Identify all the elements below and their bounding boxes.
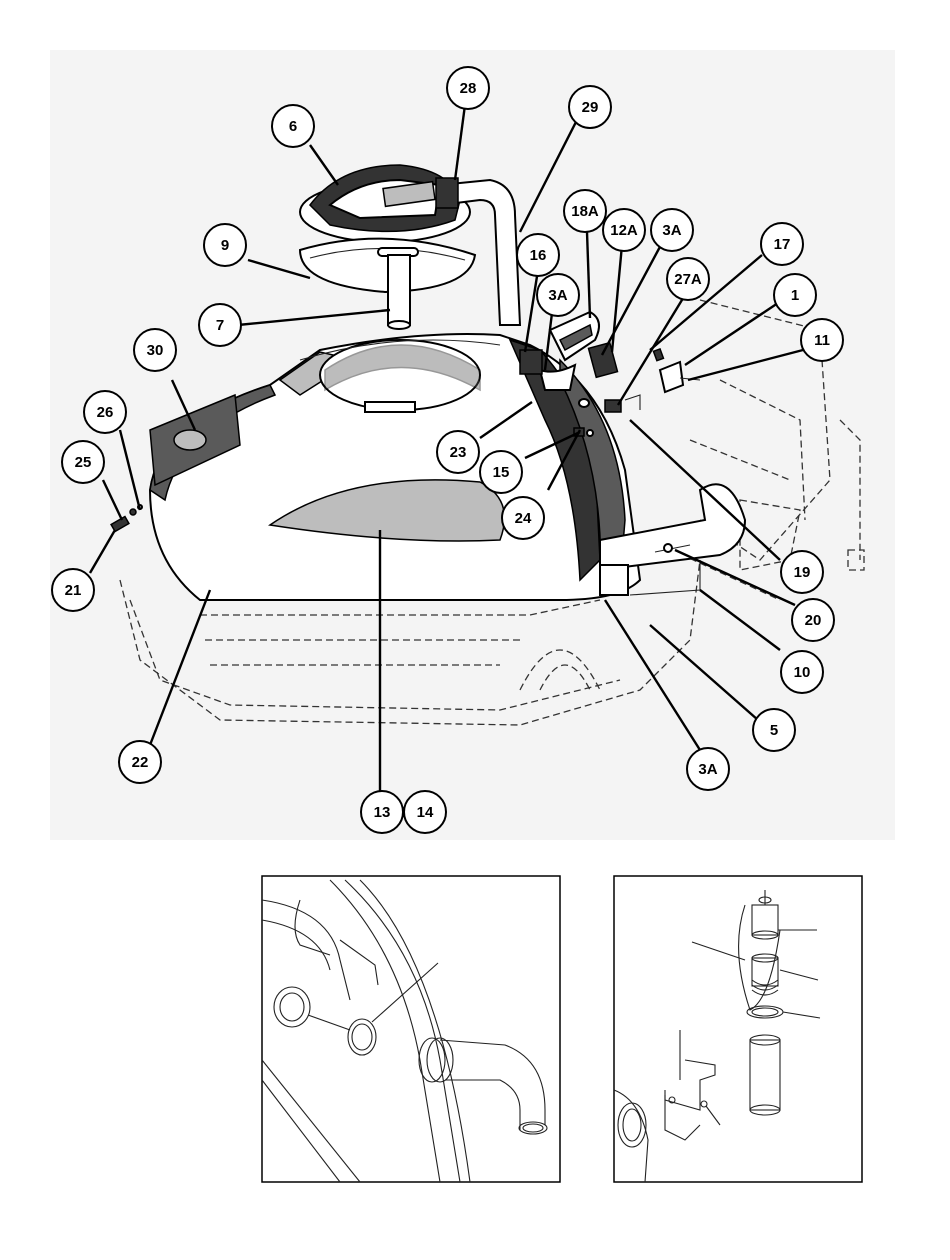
- callout-10: 10: [781, 651, 823, 693]
- svg-text:13: 13: [374, 804, 391, 821]
- svg-text:26: 26: [97, 404, 114, 421]
- callout-24: 24: [502, 497, 544, 539]
- callout-13: 13: [361, 791, 403, 833]
- callout-5: 5: [753, 709, 795, 751]
- svg-text:20: 20: [805, 612, 822, 629]
- svg-text:23: 23: [450, 444, 467, 461]
- callout-14: 14: [404, 791, 446, 833]
- svg-text:7: 7: [216, 317, 224, 334]
- svg-text:30: 30: [147, 342, 164, 359]
- svg-text:27A: 27A: [674, 271, 702, 288]
- callout-26: 26: [84, 391, 126, 433]
- callout-7: 7: [199, 304, 241, 346]
- svg-text:6: 6: [289, 118, 297, 135]
- svg-text:15: 15: [493, 464, 510, 481]
- callout-19: 19: [781, 551, 823, 593]
- callout-17: 17: [761, 223, 803, 265]
- callout-22: 22: [119, 741, 161, 783]
- callout-12A: 12A: [603, 209, 645, 251]
- svg-text:14: 14: [417, 804, 434, 821]
- svg-text:5: 5: [770, 722, 778, 739]
- callout-20: 20: [792, 599, 834, 641]
- callout-16: 16: [517, 234, 559, 276]
- svg-text:1: 1: [791, 287, 799, 304]
- callout-23: 23: [437, 431, 479, 473]
- callout-27A: 27A: [667, 258, 709, 300]
- svg-text:28: 28: [460, 80, 477, 97]
- callout-15: 15: [480, 451, 522, 493]
- svg-text:10: 10: [794, 664, 811, 681]
- svg-text:16: 16: [530, 247, 547, 264]
- callout-11: 11: [801, 319, 843, 361]
- svg-text:3A: 3A: [698, 761, 717, 778]
- svg-text:24: 24: [515, 510, 532, 527]
- callout-6: 6: [272, 105, 314, 147]
- callout-3A-top: 3A: [651, 209, 693, 251]
- svg-text:17: 17: [774, 236, 791, 253]
- callout-1: 1: [774, 274, 816, 316]
- main-exploded-view: 6 28 29 18A 12A 3A 17 9 16 27A 3A 1 7 11…: [50, 50, 895, 840]
- callout-29: 29: [569, 86, 611, 128]
- callout-3A-mid: 3A: [537, 274, 579, 316]
- callout-9: 9: [204, 224, 246, 266]
- svg-text:3A: 3A: [548, 287, 567, 304]
- callout-25: 25: [62, 441, 104, 483]
- detail-inset-hose-fitting: [262, 876, 560, 1182]
- svg-text:21: 21: [65, 582, 82, 599]
- svg-text:25: 25: [75, 454, 92, 471]
- svg-text:18A: 18A: [571, 203, 599, 220]
- callout-18A: 18A: [564, 190, 606, 232]
- detail-inset-float-assembly: [614, 876, 862, 1182]
- svg-text:11: 11: [814, 332, 830, 349]
- svg-text:3A: 3A: [662, 222, 681, 239]
- callout-3A-bot: 3A: [687, 748, 729, 790]
- svg-text:9: 9: [221, 237, 229, 254]
- callout-30: 30: [134, 329, 176, 371]
- svg-text:12A: 12A: [610, 222, 638, 239]
- svg-text:22: 22: [132, 754, 149, 771]
- callout-28: 28: [447, 67, 489, 109]
- callout-21: 21: [52, 569, 94, 611]
- svg-text:19: 19: [794, 564, 811, 581]
- svg-text:29: 29: [582, 99, 599, 116]
